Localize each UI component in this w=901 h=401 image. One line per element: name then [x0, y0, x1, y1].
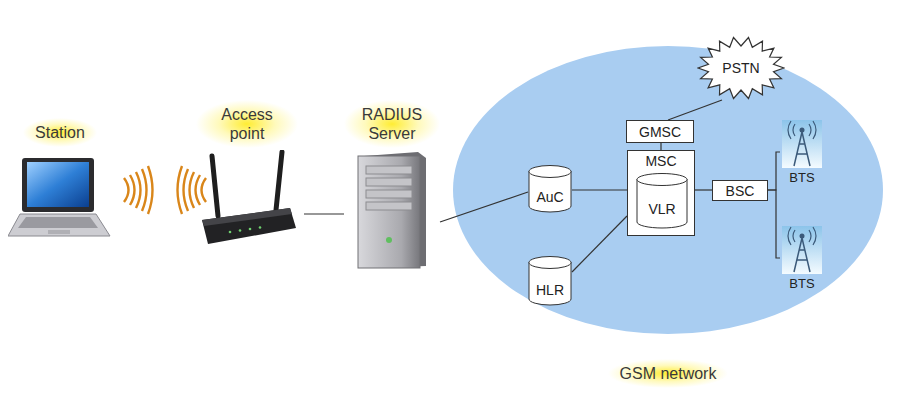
node-label: VLR	[648, 201, 675, 217]
tower-icon	[780, 120, 824, 168]
wave-arc	[130, 175, 135, 205]
network-cloud: PSTN	[697, 36, 785, 100]
node-label: BTS	[789, 170, 814, 186]
wave-arc	[178, 166, 183, 214]
connector-line	[768, 190, 780, 258]
wave-arc	[148, 166, 153, 214]
access-point-icon: Access point	[190, 100, 304, 250]
node-label: HLR	[536, 282, 564, 298]
network-region: GSM network GMSC MSC VLR AuC HLR BSC BTS BTS	[452, 45, 884, 390]
node-label: PSTN	[722, 60, 759, 76]
connector-line	[440, 192, 528, 222]
antenna-tower: BTS	[780, 226, 824, 292]
process-box: GMSC	[626, 120, 694, 143]
database-cylinder: HLR	[528, 256, 572, 306]
caption-label: RADIUS Server	[344, 100, 440, 148]
wave-arc	[136, 172, 141, 208]
wave-arc	[142, 169, 147, 211]
server-icon: RADIUS Server	[344, 100, 440, 270]
database-cylinder: AuC	[528, 165, 572, 213]
connector-line	[668, 100, 722, 120]
caption-label: GSM network	[608, 359, 729, 388]
wave-arc	[196, 175, 201, 205]
wave-arc	[202, 178, 207, 202]
node-label: BTS	[789, 276, 814, 292]
caption-label: Station	[23, 118, 97, 147]
connector-line	[572, 216, 627, 272]
wave-arc	[124, 178, 129, 202]
node-label: AuC	[536, 189, 563, 205]
server-icon	[344, 150, 440, 270]
connector-line	[572, 189, 627, 190]
wireless-waves	[124, 166, 206, 214]
node-label: BSC	[726, 183, 755, 199]
connector-line	[304, 213, 344, 214]
laptop-icon	[8, 156, 112, 246]
node-label: MSC	[645, 153, 676, 169]
wave-arc	[190, 172, 195, 208]
connector-line	[695, 189, 712, 190]
node-label: GMSC	[639, 124, 681, 140]
cylinder-shape	[528, 256, 572, 306]
wave-arc	[184, 169, 189, 211]
process-box: MSC VLR	[627, 150, 695, 236]
tower-icon	[780, 226, 824, 274]
process-box: BSC	[712, 180, 768, 201]
caption-label: Access point	[196, 100, 298, 148]
antenna-tower: BTS	[780, 120, 824, 186]
connector-line	[768, 152, 780, 190]
station-icon: Station	[8, 118, 112, 246]
connector-line	[660, 143, 661, 150]
router-icon	[190, 150, 304, 250]
database-cylinder: VLR	[636, 173, 688, 229]
